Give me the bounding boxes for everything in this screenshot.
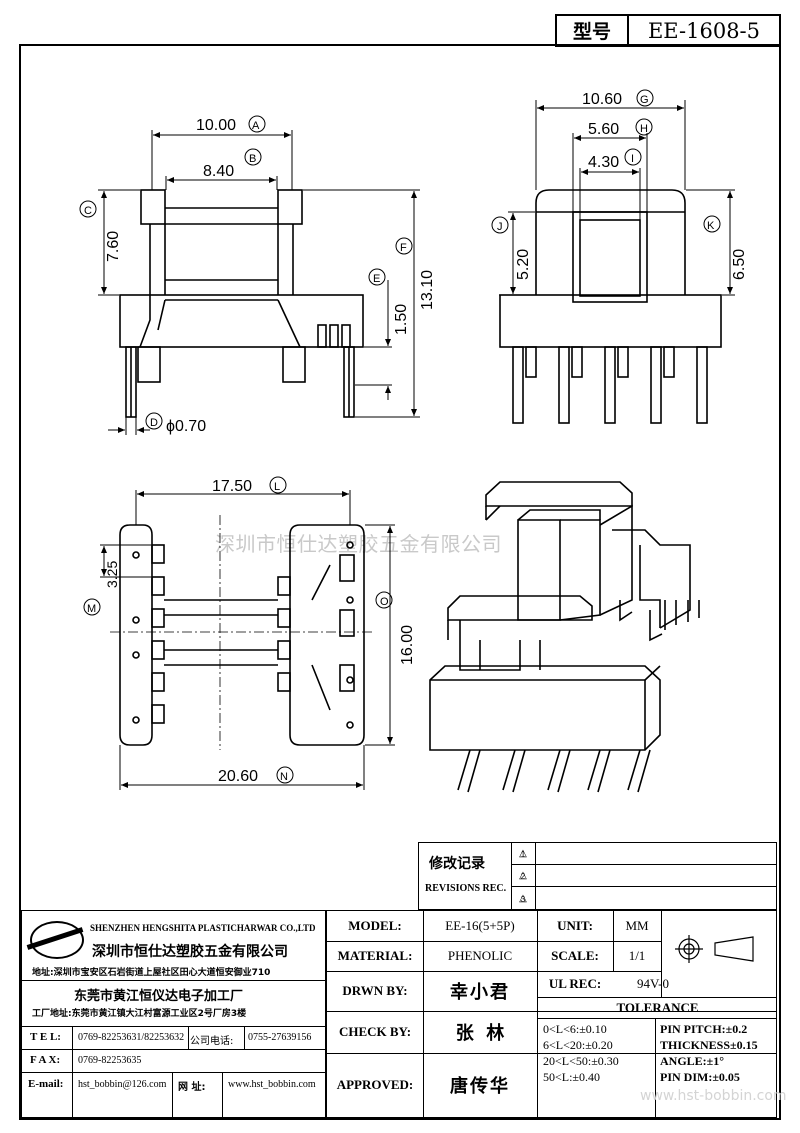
unit-value: MM xyxy=(625,918,649,933)
isometric-view xyxy=(429,481,700,793)
dim-f-mark: F xyxy=(400,242,407,254)
material-label: MATERIAL: xyxy=(337,948,413,963)
revision-mark-2: △2 xyxy=(511,865,535,887)
company-address: 地址:深圳市宝安区石岩街道上屋社区田心大道恒安御业710 xyxy=(32,968,271,978)
dim-k-value: 6.50 xyxy=(731,249,748,280)
tolerance-item: 20<L<50:±0.30 xyxy=(543,1054,619,1068)
email-value: hst_bobbin@126.com xyxy=(78,1079,167,1090)
dim-h-value: 5.60 xyxy=(588,121,619,138)
watermark-2: www.hst-bobbin.com xyxy=(640,1088,787,1104)
approved-label: APPROVED: xyxy=(336,1077,414,1092)
ul-value: 94V-0 xyxy=(636,976,670,991)
dim-l-mark: L xyxy=(274,481,280,493)
factory-address: 工厂地址:东莞市黄江镇大江村富源工业区2号厂房3楼 xyxy=(32,1009,247,1019)
dim-j-mark: J xyxy=(497,221,503,233)
dim-e-value: 1.50 xyxy=(393,304,410,335)
dim-i-value: 4.30 xyxy=(588,154,619,171)
tolerance-item: 6<L<20:±0.20 xyxy=(543,1038,613,1052)
material-value: PHENOLIC xyxy=(447,948,513,963)
dim-h-mark: H xyxy=(640,123,648,135)
dim-a-mark: A xyxy=(252,120,260,132)
revisions-label-en: REVISIONS REC. xyxy=(425,883,507,894)
tolerance-label: TOLERANCE xyxy=(616,999,699,1015)
dim-a-value: 10.00 xyxy=(196,117,236,134)
company-logo xyxy=(30,921,84,959)
dim-f-value: 13.10 xyxy=(419,270,436,310)
type-label: 型号 xyxy=(557,16,629,45)
company-block: SHENZHEN HENGSHITA PLASTICHARWAR CO.,LTD… xyxy=(21,910,326,1118)
part-number: EE-1608-5 xyxy=(647,18,761,43)
unit-label: UNIT: xyxy=(557,918,593,933)
bottom-view xyxy=(100,490,395,790)
check-label: CHECK BY: xyxy=(338,1024,412,1039)
dim-b-mark: B xyxy=(249,153,256,165)
revision-mark-1: △1 xyxy=(511,843,535,865)
tolerance-item: PIN DIM:±0.05 xyxy=(660,1070,740,1084)
model-value: EE-16(5+5P) xyxy=(445,918,515,933)
drawn-value: 幸小君 xyxy=(450,982,510,1003)
scale-label: SCALE: xyxy=(551,948,599,963)
tolerance-item: PIN PITCH:±0.2 xyxy=(660,1022,748,1036)
email-label: E-mail: xyxy=(28,1078,64,1090)
dim-o-value: 16.00 xyxy=(399,625,416,665)
company-name-en: SHENZHEN HENGSHITA PLASTICHARWAR CO.,LTD xyxy=(90,923,316,933)
tolerance-item: ANGLE:±1° xyxy=(660,1054,725,1068)
specs-block: MODEL: EE-16(5+5P) UNIT: MM MATERIAL: PH… xyxy=(326,910,777,1118)
dim-d-value: ϕ0.70 xyxy=(166,418,206,435)
revision-mark-3: △3 xyxy=(519,892,527,904)
tolerance-item: THICKNESS±0.15 xyxy=(660,1038,758,1052)
tolerance-item: 0<L<6:±0.10 xyxy=(543,1022,607,1036)
dim-g-value: 10.60 xyxy=(582,91,622,108)
dim-k-mark: K xyxy=(707,220,715,232)
dim-b-value: 8.40 xyxy=(203,163,234,180)
fax-value: 0769-82253635 xyxy=(78,1055,142,1066)
dim-e-mark: E xyxy=(373,273,380,285)
tel-label: T E L: xyxy=(30,1031,61,1043)
dim-j-value: 5.20 xyxy=(515,249,532,280)
dim-o-mark: O xyxy=(380,596,389,608)
dim-m-value: 3.25 xyxy=(104,561,120,588)
model-label: MODEL: xyxy=(348,918,402,933)
projection-symbol-icon xyxy=(675,935,754,963)
dim-i-mark: I xyxy=(631,153,634,165)
watermark: 深圳市恒仕达塑胶五金有限公司 xyxy=(215,532,502,556)
dim-n-value: 20.60 xyxy=(218,768,258,785)
side-view xyxy=(499,100,735,424)
title-block-header: 型号 EE-1608-5 xyxy=(555,14,781,47)
web-label: 网 址: xyxy=(178,1082,206,1093)
tolerance-item: 50<L:±0.40 xyxy=(543,1070,601,1084)
ul-label: UL REC: xyxy=(548,976,602,991)
factory-name: 东莞市黄江恒仪达电子加工厂 xyxy=(74,989,244,1004)
drawing-frame xyxy=(19,44,781,1120)
fax-label: F A X: xyxy=(30,1054,61,1066)
company-name-cn: 深圳市恒仕达塑胶五金有限公司 xyxy=(92,944,288,960)
approved-value: 唐传华 xyxy=(450,1076,510,1097)
revision-block: 修改记录 REVISIONS REC. △1 △2 △3 xyxy=(418,842,777,910)
tel-value: 0769-82253631/82253632 xyxy=(78,1032,185,1043)
phone-value: 0755-27639156 xyxy=(248,1032,312,1043)
dim-g-mark: G xyxy=(640,94,649,106)
revisions-label-cn: 修改记录 xyxy=(429,856,485,872)
scale-value: 1/1 xyxy=(628,948,646,963)
check-value: 张 林 xyxy=(455,1023,505,1044)
dim-c-value: 7.60 xyxy=(105,231,122,262)
tolerance-list-2: PIN PITCH:±0.2 THICKNESS±0.15 ANGLE:±1° … xyxy=(660,1021,758,1085)
dim-n-mark: N xyxy=(280,771,288,783)
dim-c-mark: C xyxy=(84,205,92,217)
dim-d-mark: D xyxy=(150,417,158,429)
front-view xyxy=(98,130,420,435)
dim-m-mark: M xyxy=(87,603,96,615)
drawn-label: DRWN BY: xyxy=(342,983,408,998)
dim-l-value: 17.50 xyxy=(212,478,252,495)
web-value: www.hst_bobbin.com xyxy=(228,1079,316,1090)
tolerance-list: 0<L<6:±0.10 6<L<20:±0.20 20<L<50:±0.30 5… xyxy=(543,1021,619,1085)
phone-label: 公司电话: xyxy=(190,1036,234,1047)
